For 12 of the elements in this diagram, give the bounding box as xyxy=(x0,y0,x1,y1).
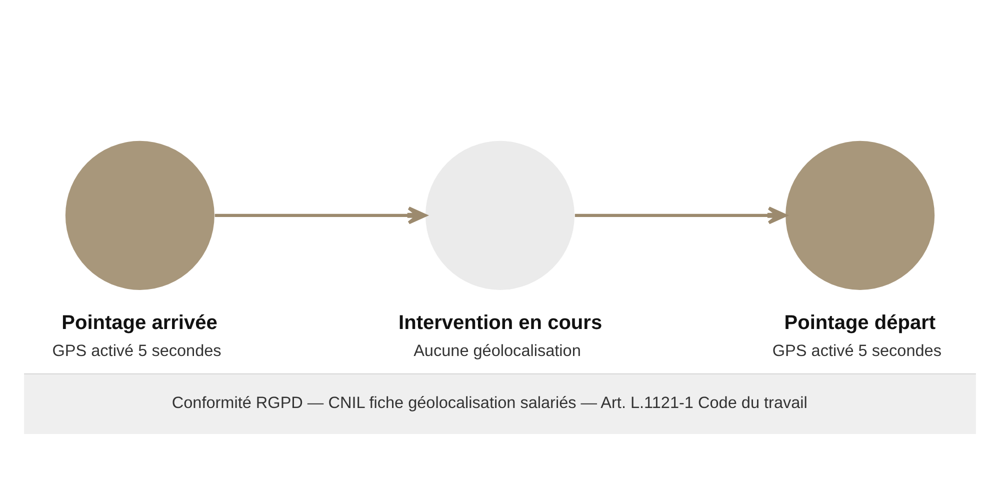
node-label: Pointage départ xyxy=(784,312,936,334)
node-circle xyxy=(65,140,214,290)
node-label: GPS activé 5 secondes xyxy=(772,342,942,360)
node-circle xyxy=(786,140,935,290)
node-label: GPS activé 5 secondes xyxy=(52,342,222,360)
node-circle xyxy=(425,140,575,290)
arrow xyxy=(574,206,787,224)
arrow xyxy=(214,206,427,224)
node-label: Pointage arrivée xyxy=(62,312,218,334)
caption: Conformité RGPD — CNIL fiche géolocalisation salariés — Art. L.1121-1 Code du travail xyxy=(172,394,808,412)
node-label: Intervention en cours xyxy=(398,312,602,334)
node-label: Aucune géolocalisation xyxy=(414,342,581,360)
